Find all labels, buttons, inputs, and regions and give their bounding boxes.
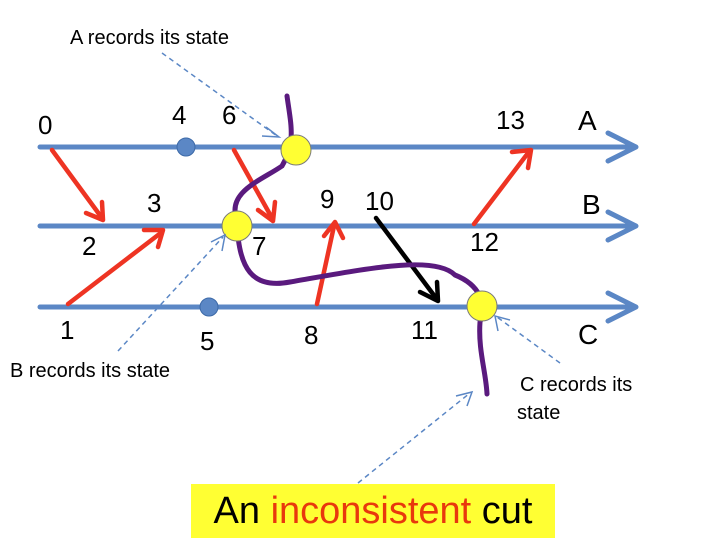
caption-box: An inconsistent cut (191, 484, 555, 538)
event-label-5: 5 (200, 326, 214, 356)
message-1-to-3 (65, 227, 166, 307)
callout-caption (357, 390, 474, 484)
event-label-13: 13 (496, 105, 525, 135)
message-8-to-9 (314, 219, 346, 307)
event-label-7: 7 (252, 231, 266, 261)
caption-highlight: inconsistent (270, 489, 472, 532)
snapshot-a (280, 134, 312, 166)
annotation-b-records: B records its state (10, 360, 170, 382)
caption-suffix: cut (471, 489, 533, 532)
message-0-to-2 (49, 147, 106, 223)
event-label-9: 9 (320, 184, 334, 214)
callout-b-records (117, 233, 227, 352)
caption-prefix: An (213, 489, 271, 532)
event-label-3: 3 (147, 188, 161, 218)
event-label-2: 2 (82, 231, 96, 261)
process-label-a: A (578, 105, 597, 136)
event-label-6: 6 (222, 100, 236, 130)
process-label-b: B (582, 189, 601, 220)
event-label-10: 10 (365, 186, 394, 216)
event-label-11: 11 (411, 315, 438, 345)
timeline-a (37, 130, 639, 164)
event-label-4: 4 (172, 100, 186, 130)
snapshot-b (221, 210, 253, 242)
annotation-c-records-line2: state (517, 402, 560, 424)
process-label-c: C (578, 319, 598, 350)
annotation-c-records-line1: C records its (520, 374, 632, 396)
message-12-to-13 (471, 147, 534, 227)
timeline-c (37, 290, 639, 324)
annotation-a-records: A records its state (70, 27, 229, 49)
event-label-8: 8 (304, 320, 318, 350)
internal-event-4 (176, 137, 196, 157)
cut-line (232, 93, 490, 397)
event-label-0: 0 (38, 110, 52, 140)
event-label-1: 1 (60, 315, 74, 345)
callout-c-records (494, 314, 561, 364)
message-10-to-11 (373, 215, 441, 304)
event-label-12: 12 (470, 227, 499, 257)
callout-a-records (161, 52, 282, 138)
internal-event-5 (199, 297, 219, 317)
snapshot-c (466, 290, 498, 322)
